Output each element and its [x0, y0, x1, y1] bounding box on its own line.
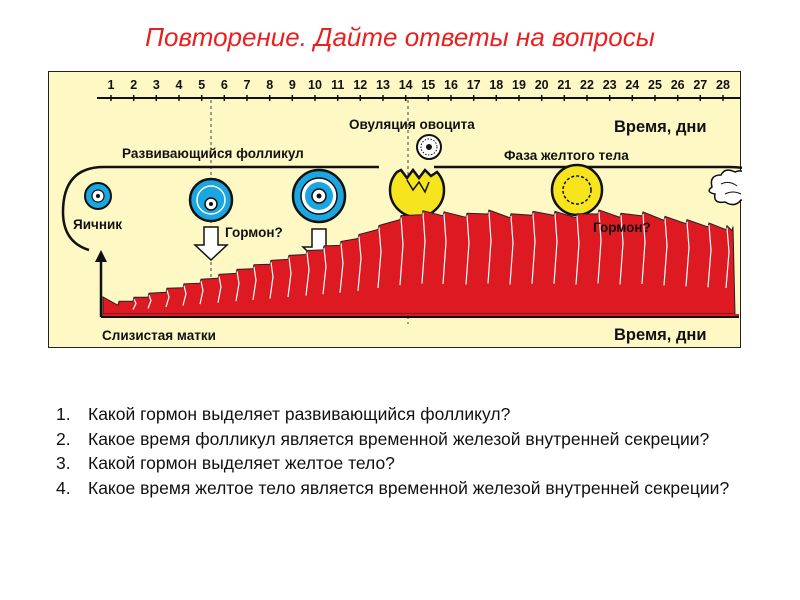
day-label: 19 — [512, 78, 526, 92]
question-item: 2.Какое время фолликул является временно… — [56, 428, 710, 449]
endometrium-fold — [553, 213, 558, 284]
day-label: 2 — [130, 78, 137, 92]
corpus-luteum-phase-label: Фаза желтого тела — [504, 148, 629, 163]
endometrium-fold — [575, 215, 580, 285]
corpus-albicans-icon — [708, 169, 742, 206]
day-label: 6 — [221, 78, 228, 92]
day-label: 28 — [716, 78, 730, 92]
endometrium-fold — [725, 227, 730, 289]
endometrium-fold — [619, 215, 624, 285]
endometrium-fold — [531, 213, 536, 284]
day-label: 3 — [153, 78, 160, 92]
endometrium-fold — [399, 217, 404, 286]
endometrium-label: Слизистая матки — [102, 328, 216, 343]
day-label: 5 — [198, 78, 205, 92]
day-label: 22 — [580, 78, 594, 92]
endometrium-fold — [487, 211, 492, 284]
day-label: 8 — [266, 78, 273, 92]
ovulated-oocyte-icon — [416, 134, 442, 160]
endometrium-fold — [165, 290, 170, 308]
small-follicle-icon — [84, 182, 112, 210]
cycle-return-arrowhead — [95, 250, 107, 262]
day-label: 13 — [376, 78, 390, 92]
question-list: 1.Какой гормон выделяет развивающийся фо… — [50, 402, 750, 500]
endometrium-fold — [707, 224, 712, 288]
day-label: 18 — [489, 78, 503, 92]
question-item: 3.Какой гормон выделяет желтое тело? — [56, 453, 395, 473]
endometrium-layer — [102, 209, 736, 315]
endometrium-fold — [305, 252, 310, 296]
growing-follicle-icon — [188, 177, 234, 223]
hormone-label-1: Гормон? — [225, 225, 283, 240]
endometrium-fold — [217, 276, 222, 303]
endometrium-fold — [685, 221, 690, 287]
endometrium-fold — [132, 299, 137, 310]
day-label: 11 — [331, 78, 344, 92]
day-label: 24 — [625, 78, 639, 92]
endometrium-fold — [287, 257, 292, 298]
endometrium-fold — [339, 243, 344, 293]
day-label: 25 — [648, 78, 662, 92]
endometrium-fold — [663, 218, 668, 286]
mature-follicle-icon — [291, 168, 347, 224]
day-label: 1 — [108, 78, 115, 92]
slide-title: Повторение. Дайте ответы на вопросы — [145, 22, 655, 52]
day-label: 21 — [557, 78, 571, 92]
day-label: 26 — [671, 78, 685, 92]
ovary-label: Яичник — [73, 217, 122, 232]
endometrium-folds — [132, 211, 730, 310]
endometrium-fold — [377, 227, 382, 289]
day-label: 4 — [176, 78, 183, 92]
day-label: 7 — [244, 78, 251, 92]
endometrium-fold — [597, 211, 602, 284]
endometrium-fold — [199, 281, 204, 305]
day-label: 23 — [603, 78, 617, 92]
endometrium-fold — [357, 236, 362, 291]
day-label: 10 — [308, 78, 322, 92]
endometrium-fold — [421, 212, 426, 284]
question-item: 4.Какое время желтое тело является време… — [56, 477, 730, 498]
endometrium-fold — [252, 266, 257, 300]
endometrium-fold — [509, 215, 514, 285]
ovulation-label: Овуляция овоцита — [349, 117, 475, 132]
endometrium-fold — [147, 294, 152, 309]
endometrium-fold — [182, 285, 187, 306]
day-label: 16 — [444, 78, 458, 92]
ovary-cycle-line-right — [434, 165, 742, 170]
day-label: 27 — [693, 78, 707, 92]
endometrium-fold — [641, 213, 646, 285]
day-label: 20 — [535, 78, 549, 92]
day-label: 15 — [421, 78, 435, 92]
day-label: 12 — [353, 78, 367, 92]
ruptured-follicle-icon — [388, 167, 446, 219]
time-label-top: Время, дни — [614, 118, 707, 136]
day-label: 9 — [289, 78, 296, 92]
time-label-bottom: Время, дни — [614, 326, 707, 344]
hormone-arrow-1 — [193, 226, 229, 262]
endometrium-fold — [465, 215, 470, 285]
endometrium-fold — [322, 247, 327, 295]
hormone-label-2: Гормон? — [593, 220, 651, 235]
ovary-cycle-line-left — [61, 165, 379, 252]
question-item: 1.Какой гормон выделяет развивающийся фо… — [56, 404, 511, 424]
endometrium-fold — [442, 213, 447, 284]
day-ticks — [110, 95, 724, 101]
endometrium-fold — [235, 271, 240, 302]
endometrium-fold — [269, 262, 274, 299]
day-label: 17 — [467, 78, 481, 92]
corpus-luteum-icon — [550, 163, 604, 217]
developing-follicle-label: Развивающийся фолликул — [122, 146, 304, 161]
day-label: 14 — [399, 78, 413, 92]
